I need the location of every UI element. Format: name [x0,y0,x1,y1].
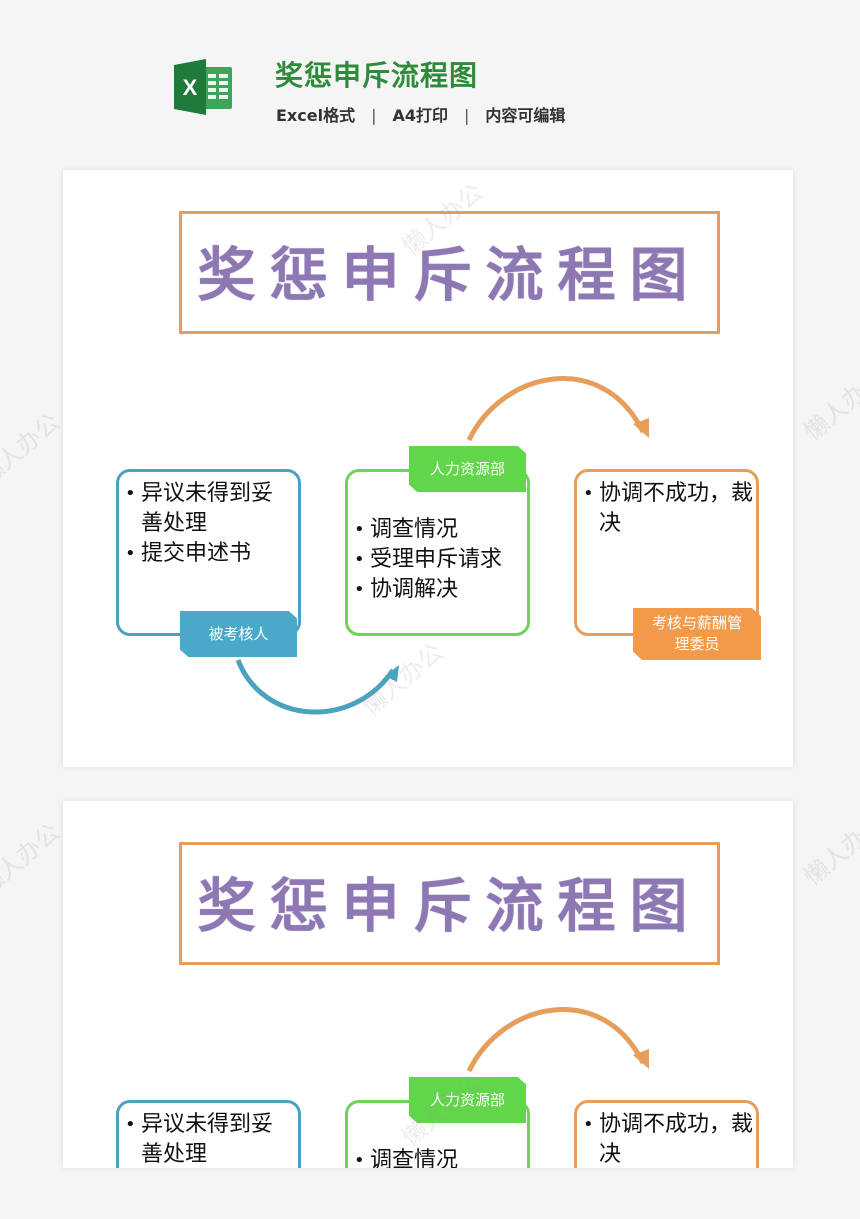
role-tag-hr: 人力资源部 [409,446,526,492]
tag-line: 理委员 [674,635,720,653]
svg-text:X: X [183,75,198,100]
preview-page-2[interactable]: 奖惩申斥流程图 异议未得到妥善处理 提交申述书 调查情况 受理申斥请求 协调解决… [63,801,793,1168]
role-tag-committee: 考核与薪酬管 理委员 [633,608,761,660]
role-tag-hr: 人力资源部 [409,1077,526,1123]
step-item: 异议未得到妥善处理 [123,479,293,539]
watermark: 懒人办公 [356,637,449,721]
watermark: 懒人办公 [0,407,66,491]
meta-format: Excel格式 [276,106,356,125]
arrowhead-icon [633,1049,649,1069]
preview-page-1[interactable]: 奖惩申斥流程图 异议未得到妥善处理 提交申述书 被考核人 调查情况 受理申斥请求… [63,170,793,767]
step-item: 提交申述书 [123,539,293,569]
document-title: 奖惩申斥流程图 [275,59,479,92]
step-item: 异议未得到妥善处理 [123,1110,293,1168]
slide-title: 奖惩申斥流程图 [197,241,702,309]
flow-step-appraisee: 异议未得到妥善处理 提交申述书 [116,1100,301,1168]
meta-print: A4打印 [392,106,448,125]
flow-step-appraisee: 异议未得到妥善处理 提交申述书 [116,469,301,636]
step-item: 调查情况 [352,515,527,545]
step-item: 协调不成功，裁决 [581,1110,756,1168]
flow-step-committee: 协调不成功，裁决 [574,1100,759,1168]
arrowhead-icon [633,418,649,438]
meta-separator: | [464,106,470,125]
watermark: 懒人办公 [0,817,66,901]
arrowhead-icon [385,665,399,682]
slide-title-box: 奖惩申斥流程图 [179,842,720,965]
role-tag-appraisee: 被考核人 [180,611,297,657]
meta-separator: | [371,106,377,125]
watermark: 懒人办公 [798,362,860,446]
document-meta: Excel格式 | A4打印 | 内容可编辑 [276,102,565,126]
flow-step-hr: 调查情况 受理申斥请求 协调解决 [345,469,530,636]
slide-title-box: 奖惩申斥流程图 [179,211,720,334]
slide-title: 奖惩申斥流程图 [197,872,702,940]
step-item: 协调不成功，裁决 [581,479,756,539]
step-item: 受理申斥请求 [352,545,527,575]
tag-line: 考核与薪酬管 [651,614,742,632]
step-item: 调查情况 [352,1146,527,1168]
watermark: 懒人办公 [798,807,860,891]
document-header: X 奖惩申斥流程图 Excel格式 | A4打印 | 内容可编辑 [0,0,860,150]
excel-icon: X [174,59,232,115]
meta-editable: 内容可编辑 [485,106,566,125]
step-item: 协调解决 [352,575,527,605]
